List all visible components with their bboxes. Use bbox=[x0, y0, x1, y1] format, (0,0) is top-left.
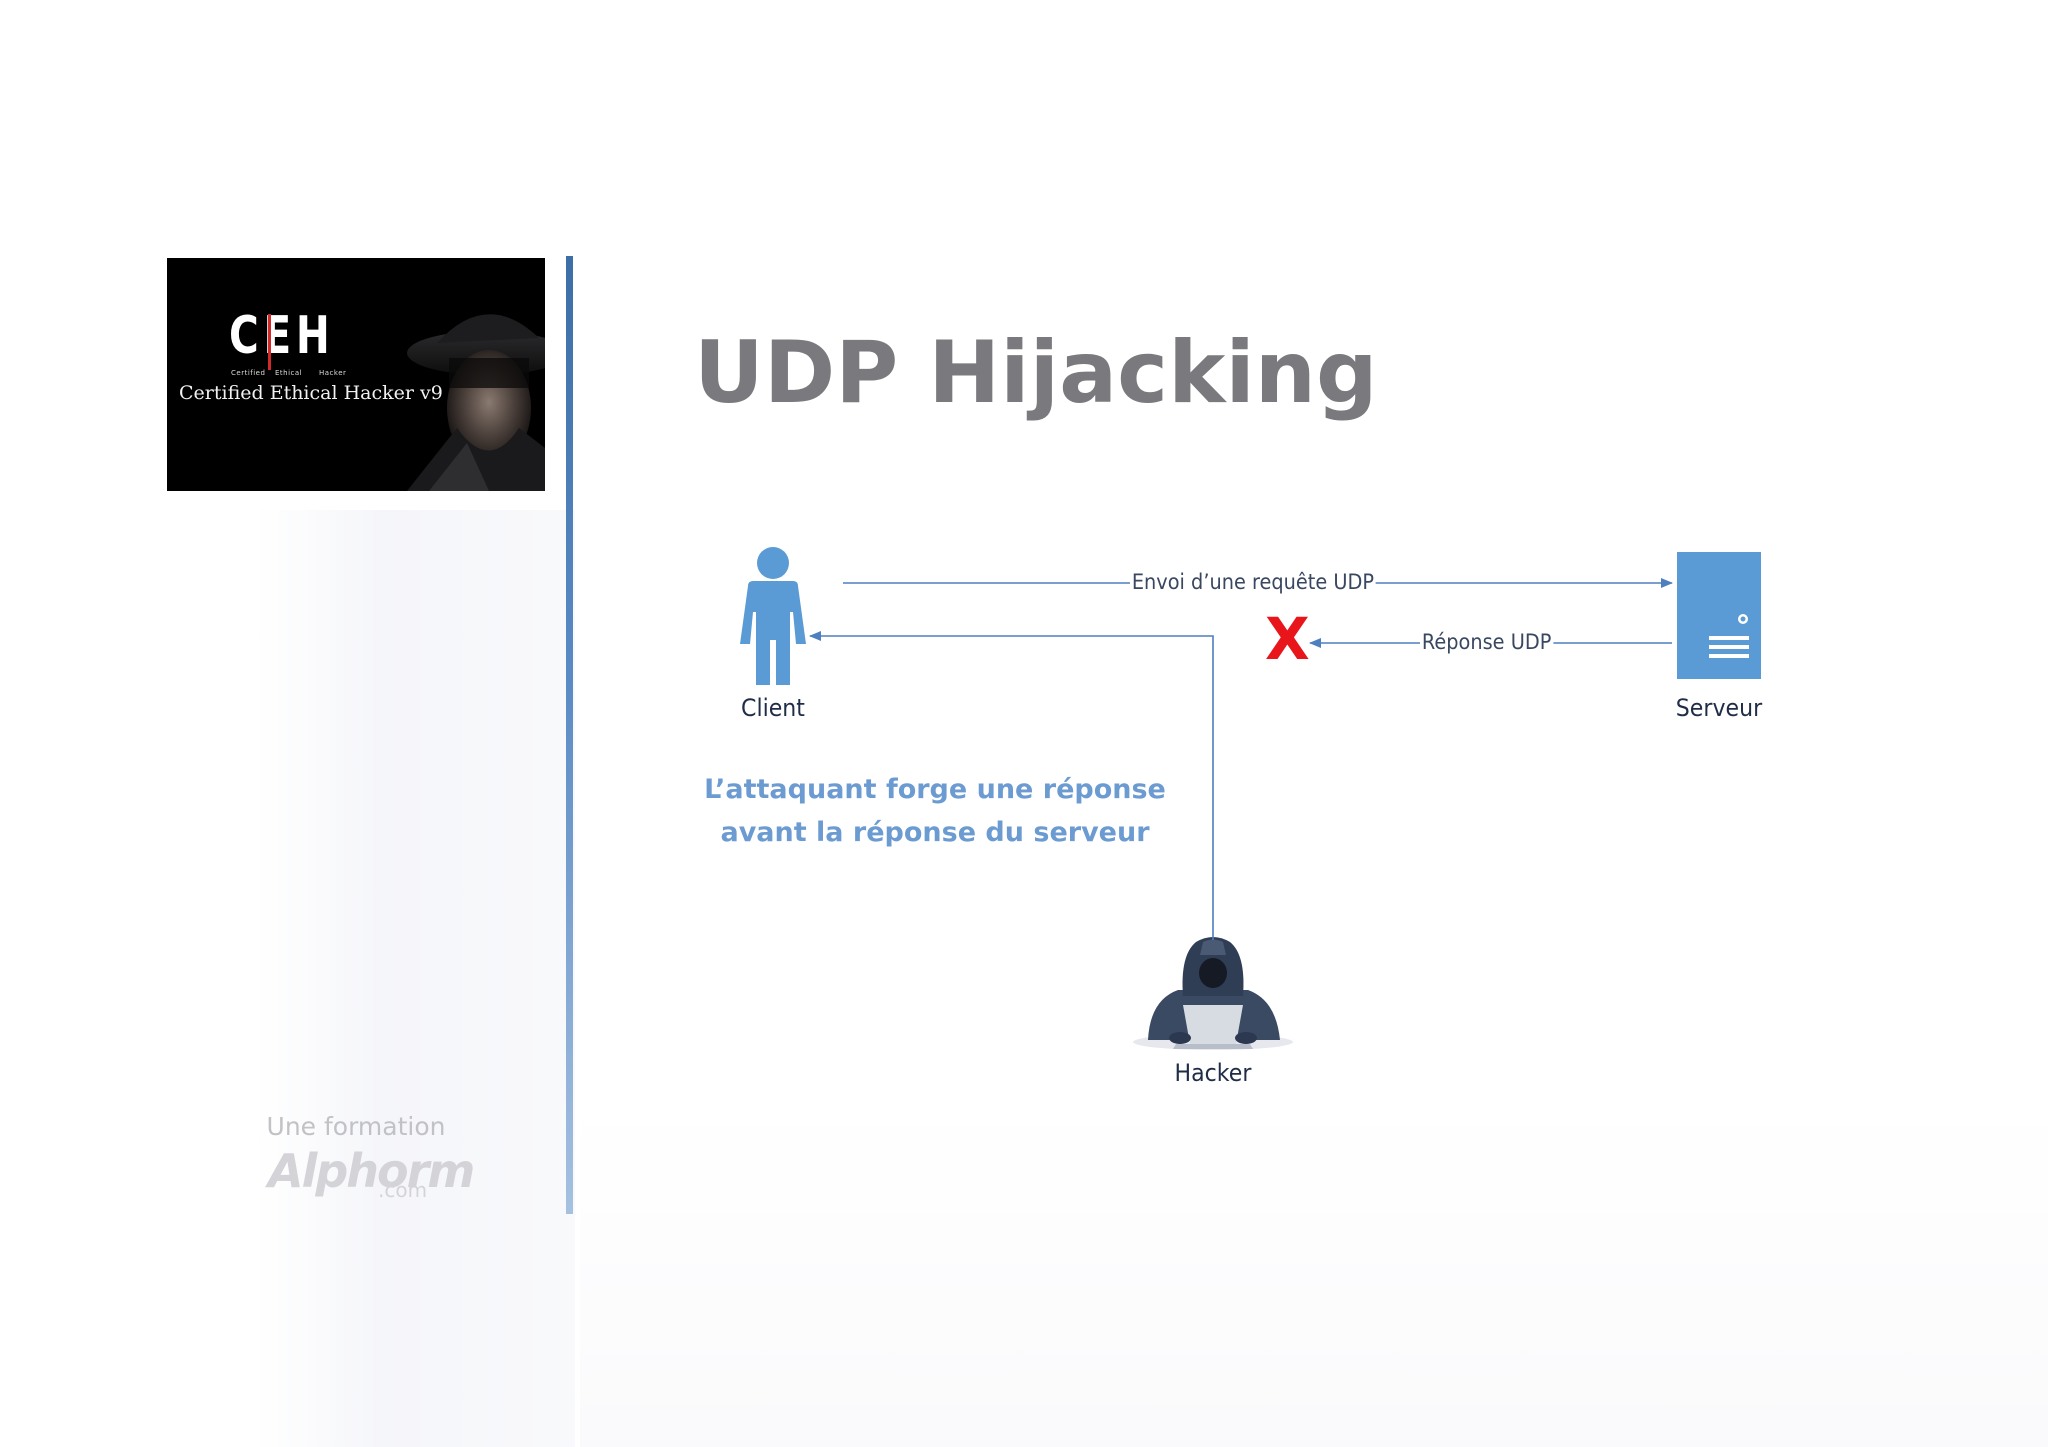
footer-training-label: Une formation bbox=[266, 1112, 446, 1141]
ceh-tagline: Certified Ethical Hacker v9 bbox=[179, 382, 443, 404]
server-label: Serveur bbox=[1675, 694, 1763, 722]
ceh-small-word: Certified bbox=[231, 369, 266, 377]
ceh-acronym-expansion: Certified Ethical Hacker bbox=[231, 369, 363, 377]
attack-caption: L’attaquant forge une réponse avant la r… bbox=[690, 768, 1180, 854]
hacker-label: Hacker bbox=[1174, 1059, 1252, 1087]
forged-response-arrow bbox=[809, 631, 1214, 940]
alphorm-brand-name: Alphorm bbox=[268, 1144, 475, 1198]
alphorm-brand-suffix: .com bbox=[378, 1178, 428, 1202]
client-person-icon bbox=[740, 547, 806, 685]
ceh-red-divider bbox=[268, 314, 271, 370]
request-arrow-label: Envoi d’une requête UDP bbox=[1130, 570, 1376, 594]
sidebar-background bbox=[255, 510, 575, 1447]
client-label: Client bbox=[741, 694, 805, 722]
hooded-figure-image bbox=[407, 314, 545, 491]
content-background bbox=[580, 1100, 2048, 1447]
blocked-x-icon: X bbox=[1265, 605, 1310, 673]
server-icon bbox=[1677, 552, 1761, 679]
ceh-small-word: Ethical bbox=[275, 369, 303, 377]
alphorm-logo: Alphorm .com bbox=[268, 1148, 475, 1202]
slide-title: UDP Hijacking bbox=[694, 323, 1378, 423]
ceh-acronym: CEH bbox=[229, 306, 335, 366]
ceh-small-word: Hacker bbox=[319, 369, 347, 377]
attack-caption-line-1: L’attaquant forge une réponse bbox=[704, 774, 1166, 805]
ceh-logo: CEH Certified Ethical Hacker Certified Eth… bbox=[167, 258, 545, 491]
vertical-divider bbox=[566, 256, 573, 1214]
hacker-icon bbox=[1133, 937, 1293, 1050]
attack-caption-line-2: avant la réponse du serveur bbox=[720, 817, 1150, 848]
response-arrow-label: Réponse UDP bbox=[1420, 630, 1554, 654]
